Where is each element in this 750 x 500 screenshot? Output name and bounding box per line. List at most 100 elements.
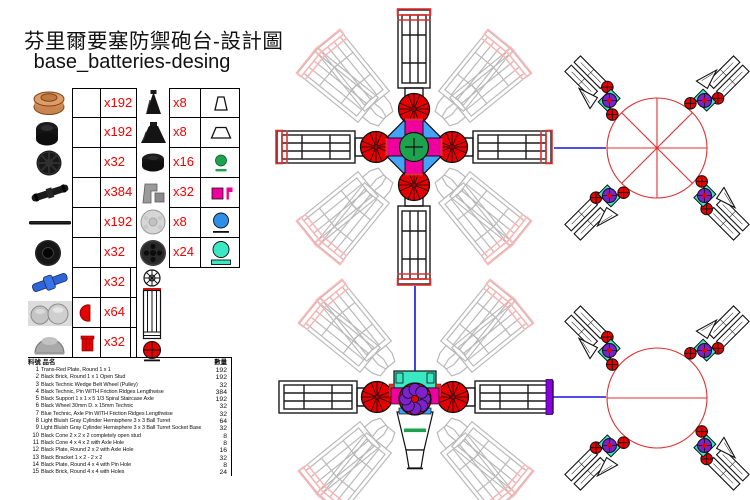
red-hemisphere-icon [72,298,100,328]
part-qty: 32 [219,425,227,433]
part-name: Blue Technic, Axle Pin WITH Friction Rid… [41,410,173,417]
blue-axle-pin-image [28,268,72,298]
part-number: 6 [35,403,39,410]
qty-cell: x32 [100,238,137,268]
icon-cell-empty [72,238,100,268]
part-number: 11 [32,439,39,446]
turret-ring-bottom-drawing [558,299,750,497]
parts-table-row: x32 [138,178,241,208]
parts-table-row: x8 [138,208,241,238]
icon-cell-empty [72,118,100,148]
qty-label: x32 [173,184,194,199]
qty-cell: x192 [100,118,137,148]
magenta-square-icon [200,178,240,208]
qty-label: x8 [173,95,187,110]
icon-cell-empty [72,148,100,178]
gray-dome-image [28,328,72,358]
green-circle-icon [200,148,240,178]
qty-label: x32 [104,274,125,289]
part-name: Black Bracket 1 x 2 - 2 x 2 [41,454,103,461]
part-number: 4 [35,388,39,395]
part-qty: 192 [215,396,227,404]
part-number: 8 [35,418,39,425]
parts-table-row: x32 [28,268,138,298]
part-qty: 32 [219,454,227,462]
part-name: Black Technic, Pin WITH Friction Ridges … [41,388,164,395]
qty-label: x192 [104,95,133,110]
qty-label: x32 [104,334,125,349]
part-number: 12 [32,447,39,454]
qty-label: x24 [173,244,194,259]
part-name: Black Cone 4 x 4 x 2 with Axle Hole [41,439,125,446]
light-gray-round-plate-image [138,208,169,238]
qty-cell: x384 [100,178,137,208]
qty-cell: x32 [100,148,137,178]
qty-label: x192 [104,124,133,139]
cone-wide-outline-icon [200,118,240,148]
qty-cell: x8 [169,208,200,238]
part-number: 10 [32,432,39,439]
part-number: 5 [35,396,39,403]
part-qty: 384 [215,388,227,396]
parts-table-right: x8 x8 x16 x32 x8 x24 [138,88,241,268]
part-name: Black Technic Wedge Belt Wheel (Pulley) [41,381,138,388]
black-tire-image [28,238,72,268]
qty-cell: x192 [100,208,137,238]
table-edge-line [130,268,131,358]
parts-table-row: x192 [28,208,138,238]
turret-ring-top-drawing [558,49,750,247]
page-title: 芬里爾要塞防禦砲台-設計圖 [24,30,284,53]
blue-circle-icon [200,208,240,238]
part-qty: 192 [215,367,227,374]
part-qty: 32 [219,410,227,418]
icon-cell-empty [72,88,100,118]
parts-table-row: x384 [28,178,138,208]
hub-side-view [388,370,442,470]
part-qty: 16 [219,447,227,455]
part-name: Black Brick, Round 4 x 4 with Holes [41,469,125,476]
part-name: Black Wheel 30mm D. x 15mm Technic [41,403,134,410]
parts-list-header: 料號 品名 數量 [28,358,231,367]
black-pulley-wheel-image [28,148,72,178]
qty-cell: x64 [100,298,137,328]
page-subtitle: base_batteries-desing [33,51,231,73]
qty-cell: x32 [100,268,137,298]
part-name: Black Plate, Round 4 x 4 with Pin Hole [41,461,132,468]
qty-cell: x24 [169,238,200,268]
part-number: 15 [32,469,39,476]
parts-list-header-qty: 數量 [214,359,227,366]
part-qty: 8 [223,439,227,447]
black-cone-large-image [138,118,169,148]
hub-top-view [385,118,443,176]
part-qty: 32 [219,381,227,389]
part-number: 1 [35,367,39,373]
part-qty: 8 [223,461,227,469]
part-name: Black Support 1 x 1 x 5 1/3 Spiral Stair… [41,396,154,403]
part-number: 13 [32,454,39,461]
support-column-drawing [142,269,162,362]
part-qty: 64 [219,418,227,426]
part-qty: 8 [223,432,227,440]
teal-circle-icon [200,238,240,268]
parts-table-row: x8 [138,118,241,148]
qty-label: x8 [173,214,187,229]
black-cone-small-image [138,88,169,118]
tan-round-plate-image [28,88,72,118]
qty-cell: x192 [100,88,137,118]
icon-cell-empty [72,268,100,298]
qty-cell: x16 [169,148,200,178]
dark-round-brick-image [138,238,169,268]
parts-table-row: x192 [28,118,138,148]
part-number: 3 [35,381,39,388]
